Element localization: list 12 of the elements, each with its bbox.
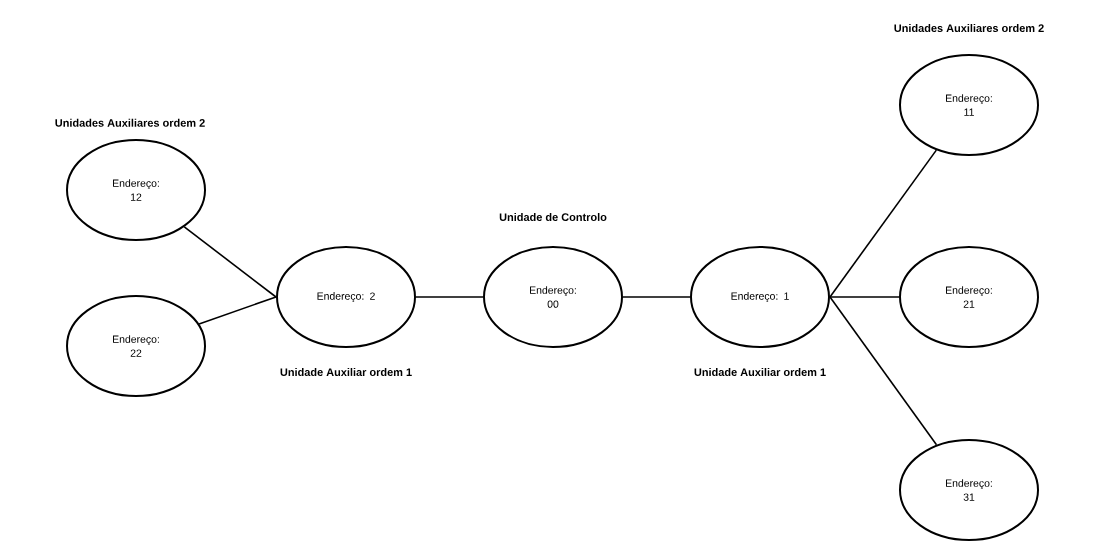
connector-line <box>829 296 900 298</box>
connector-line <box>198 296 277 325</box>
unit-heading: Unidade Auxiliar ordem 1 <box>694 367 826 376</box>
unit-heading: Unidades Auxiliares ordem 2 <box>55 118 205 127</box>
connector-line <box>622 296 691 298</box>
connector-line <box>183 226 277 298</box>
connector-line <box>415 296 484 298</box>
connector-line <box>829 296 938 446</box>
unit-heading: Unidade Auxiliar ordem 1 <box>280 367 412 376</box>
unit-heading: Unidades Auxiliares ordem 2 <box>894 24 1044 32</box>
connector-line <box>829 149 938 298</box>
unit-heading: Unidade de Controlo <box>499 212 607 221</box>
